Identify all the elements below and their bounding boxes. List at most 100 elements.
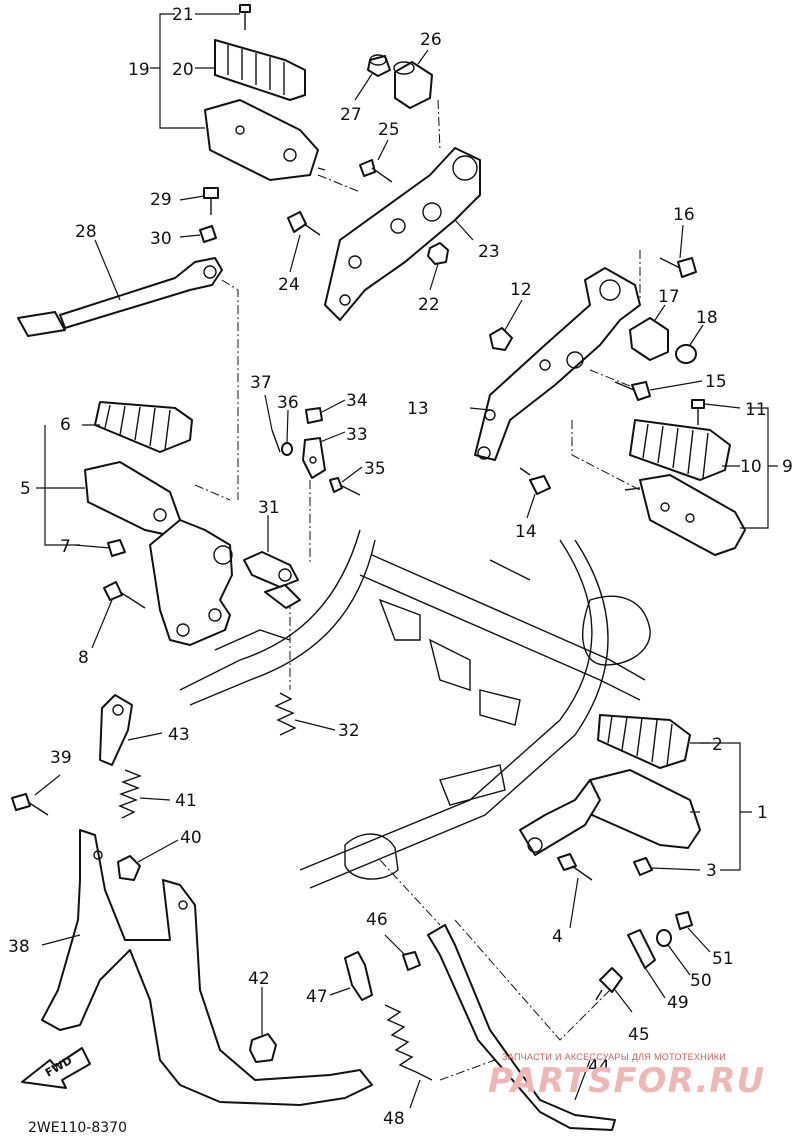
spring-48 — [384, 1004, 433, 1081]
bolt-15 — [614, 381, 651, 401]
bolt-29 — [203, 187, 219, 215]
callout-33: 33 — [346, 425, 368, 445]
assembly-lines — [194, 99, 641, 1081]
brake-pedal-28 — [17, 257, 223, 337]
callout-28: 28 — [75, 222, 97, 242]
side-stand-44 — [427, 924, 616, 1131]
callout-45: 45 — [628, 1025, 650, 1045]
joint-33 — [302, 437, 326, 479]
callout-18: 18 — [696, 308, 718, 328]
bolt-35 — [329, 477, 361, 496]
callout-5: 5 — [20, 479, 31, 499]
callout-13: 13 — [407, 399, 429, 419]
footrest-5 — [84, 461, 181, 536]
bolt-25 — [359, 159, 393, 183]
callout-2: 2 — [712, 735, 723, 755]
footrest-9 — [624, 474, 746, 556]
bolt-39 — [11, 793, 49, 816]
callout-29: 29 — [150, 190, 172, 210]
footrest-rubber-6 — [94, 401, 193, 453]
callout-51: 51 — [712, 949, 734, 969]
footrest-bracket-left — [149, 519, 233, 646]
shaft-31 — [243, 551, 301, 609]
motorcycle-frame — [179, 529, 651, 889]
nut-51 — [675, 911, 693, 930]
watermark-caption: ЗАПЧАСТИ И АКСЕССУАРЫ ДЛЯ МОТОТЕХНИКИ — [502, 1052, 726, 1062]
bolt-11 — [691, 399, 705, 425]
callout-48: 48 — [383, 1109, 405, 1129]
callout-15: 15 — [705, 372, 727, 392]
callout-40: 40 — [180, 828, 202, 848]
footrest-rubber-10 — [629, 419, 731, 481]
nut-46 — [402, 951, 421, 971]
spring-41 — [118, 769, 142, 819]
washer-36 — [281, 442, 293, 456]
callout-10: 10 — [740, 457, 762, 477]
collar-26 — [393, 61, 433, 109]
collar-40 — [117, 855, 141, 881]
callout-6: 6 — [60, 415, 71, 435]
nut-30 — [199, 225, 217, 243]
footrest-bracket-upper-left — [204, 99, 326, 181]
callout-9: 9 — [782, 457, 793, 477]
watermark-site: PARTSFOR.RU — [488, 1061, 765, 1101]
footrest-rubber-2 — [597, 714, 691, 769]
nut-34 — [305, 407, 323, 424]
footrest-rubber-upper-left — [214, 39, 306, 101]
callout-46: 46 — [366, 910, 388, 930]
nut-3 — [633, 857, 653, 876]
bracket-43 — [99, 694, 133, 766]
callout-38: 38 — [8, 937, 30, 957]
callout-31: 31 — [258, 498, 280, 518]
callout-24: 24 — [278, 275, 300, 295]
nut-22 — [427, 242, 449, 265]
footrest-bracket-23 — [324, 147, 481, 321]
callout-19: 19 — [128, 60, 150, 80]
callout-43: 43 — [168, 725, 190, 745]
collar-17 — [629, 317, 669, 361]
callout-37: 37 — [250, 373, 272, 393]
callout-12: 12 — [510, 280, 532, 300]
callout-32: 32 — [338, 721, 360, 741]
callout-22: 22 — [418, 295, 440, 315]
callout-44: 44 — [588, 1057, 610, 1077]
callout-36: 36 — [277, 393, 299, 413]
washer-50 — [656, 929, 672, 947]
callout-27: 27 — [340, 105, 362, 125]
callout-50: 50 — [690, 971, 712, 991]
callout-34: 34 — [346, 391, 368, 411]
callout-23: 23 — [478, 242, 500, 262]
drawing-code: 2WE110-8370 — [28, 1120, 127, 1136]
bracket-47 — [344, 951, 373, 1001]
callout-14: 14 — [515, 522, 537, 542]
callout-17: 17 — [658, 287, 680, 307]
leader-lines — [34, 13, 778, 1109]
collar-18 — [675, 344, 697, 364]
collar-27 — [367, 54, 391, 77]
fwd-arrow-icon: FWD — [21, 1047, 91, 1089]
callout-3: 3 — [706, 861, 717, 881]
callout-11: 11 — [745, 400, 767, 420]
callout-7: 7 — [60, 537, 71, 557]
callout-41: 41 — [175, 791, 197, 811]
callout-1: 1 — [757, 803, 768, 823]
collar-42 — [249, 1033, 277, 1063]
footrest-1 — [519, 769, 701, 856]
bracket-49 — [627, 929, 656, 969]
spring-32 — [274, 692, 297, 736]
bolt-14 — [519, 467, 551, 495]
callout-16: 16 — [673, 205, 695, 225]
callout-20: 20 — [172, 60, 194, 80]
callout-4: 4 — [552, 927, 563, 947]
callout-8: 8 — [78, 648, 89, 668]
bolt-21 — [239, 4, 251, 30]
watermark: PARTSFOR.RU ЗАПЧАСТИ И АКСЕССУАРЫ ДЛЯ МО… — [488, 1052, 765, 1101]
callout-labels: 21 19 20 26 27 25 29 30 28 23 24 22 16 1… — [8, 5, 793, 1129]
nut-7 — [107, 539, 126, 557]
footrest-bracket-13 — [474, 267, 641, 461]
center-stand-38 — [41, 829, 373, 1106]
callout-21: 21 — [172, 5, 194, 25]
switch-45 — [595, 967, 623, 1001]
callout-47: 47 — [306, 987, 328, 1007]
